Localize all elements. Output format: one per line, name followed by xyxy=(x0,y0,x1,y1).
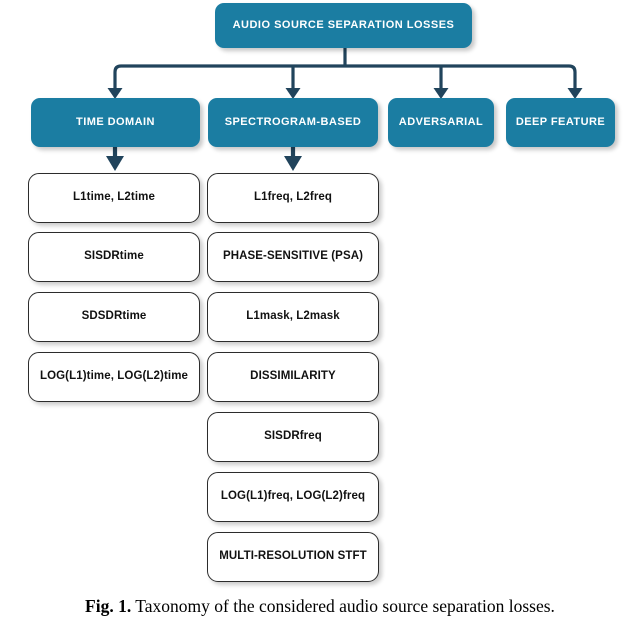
node-root-label: AUDIO SOURCE SEPARATION LOSSES xyxy=(232,19,455,32)
leaf-freq-4[interactable]: DISSIMILARITY xyxy=(207,352,379,402)
figure-caption: Fig. 1. Taxonomy of the considered audio… xyxy=(0,596,640,617)
node-category-adversarial[interactable]: ADVERSARIAL xyxy=(388,98,494,147)
leaf-time-4[interactable]: LOG(L1)time, LOG(L2)time xyxy=(28,352,200,402)
leaf-freq-2-label: PHASE-SENSITIVE (PSA) xyxy=(222,250,364,263)
figure-number: Fig. 1. xyxy=(85,596,132,616)
leaf-freq-1-label: L1freq, L2freq xyxy=(253,191,333,204)
leaf-freq-3-label: L1mask, L2mask xyxy=(246,310,340,323)
leaf-freq-7[interactable]: MULTI-RESOLUTION STFT xyxy=(207,532,379,582)
leaf-time-3[interactable]: SDSDRtime xyxy=(28,292,200,342)
leaf-time-2[interactable]: SISDRtime xyxy=(28,232,200,282)
leaf-time-3-label: SDSDRtime xyxy=(81,310,147,323)
node-category-spectrogram-based-label: SPECTROGRAM-BASED xyxy=(224,116,362,129)
leaf-freq-1[interactable]: L1freq, L2freq xyxy=(207,173,379,223)
node-category-deep-feature-label: DEEP FEATURE xyxy=(515,116,606,129)
arrowheads-level2 xyxy=(106,156,302,171)
leaf-freq-3[interactable]: L1mask, L2mask xyxy=(207,292,379,342)
node-category-spectrogram-based[interactable]: SPECTROGRAM-BASED xyxy=(208,98,378,147)
leaf-time-1-label: L1time, L2time xyxy=(73,191,155,204)
leaf-time-1[interactable]: L1time, L2time xyxy=(28,173,200,223)
node-root[interactable]: AUDIO SOURCE SEPARATION LOSSES xyxy=(215,3,472,48)
leaf-freq-6-label: LOG(L1)freq, LOG(L2)freq xyxy=(220,490,366,503)
leaf-freq-6[interactable]: LOG(L1)freq, LOG(L2)freq xyxy=(207,472,379,522)
node-category-time-domain[interactable]: TIME DOMAIN xyxy=(31,98,200,147)
leaf-time-2-label: SISDRtime xyxy=(84,250,144,263)
leaf-freq-2[interactable]: PHASE-SENSITIVE (PSA) xyxy=(207,232,379,282)
node-category-deep-feature[interactable]: DEEP FEATURE xyxy=(506,98,615,147)
node-category-time-domain-label: TIME DOMAIN xyxy=(76,116,155,129)
figure-caption-text: Taxonomy of the considered audio source … xyxy=(135,596,555,616)
leaf-freq-5-label: SISDRfreq xyxy=(264,430,322,443)
node-category-adversarial-label: ADVERSARIAL xyxy=(398,116,484,129)
leaf-freq-4-label: DISSIMILARITY xyxy=(250,370,336,383)
leaf-freq-7-label: MULTI-RESOLUTION STFT xyxy=(219,550,367,563)
leaf-freq-5[interactable]: SISDRfreq xyxy=(207,412,379,462)
leaf-time-4-label: LOG(L1)time, LOG(L2)time xyxy=(39,370,189,383)
taxonomy-diagram: AUDIO SOURCE SEPARATION LOSSES TIME DOMA… xyxy=(28,3,615,582)
